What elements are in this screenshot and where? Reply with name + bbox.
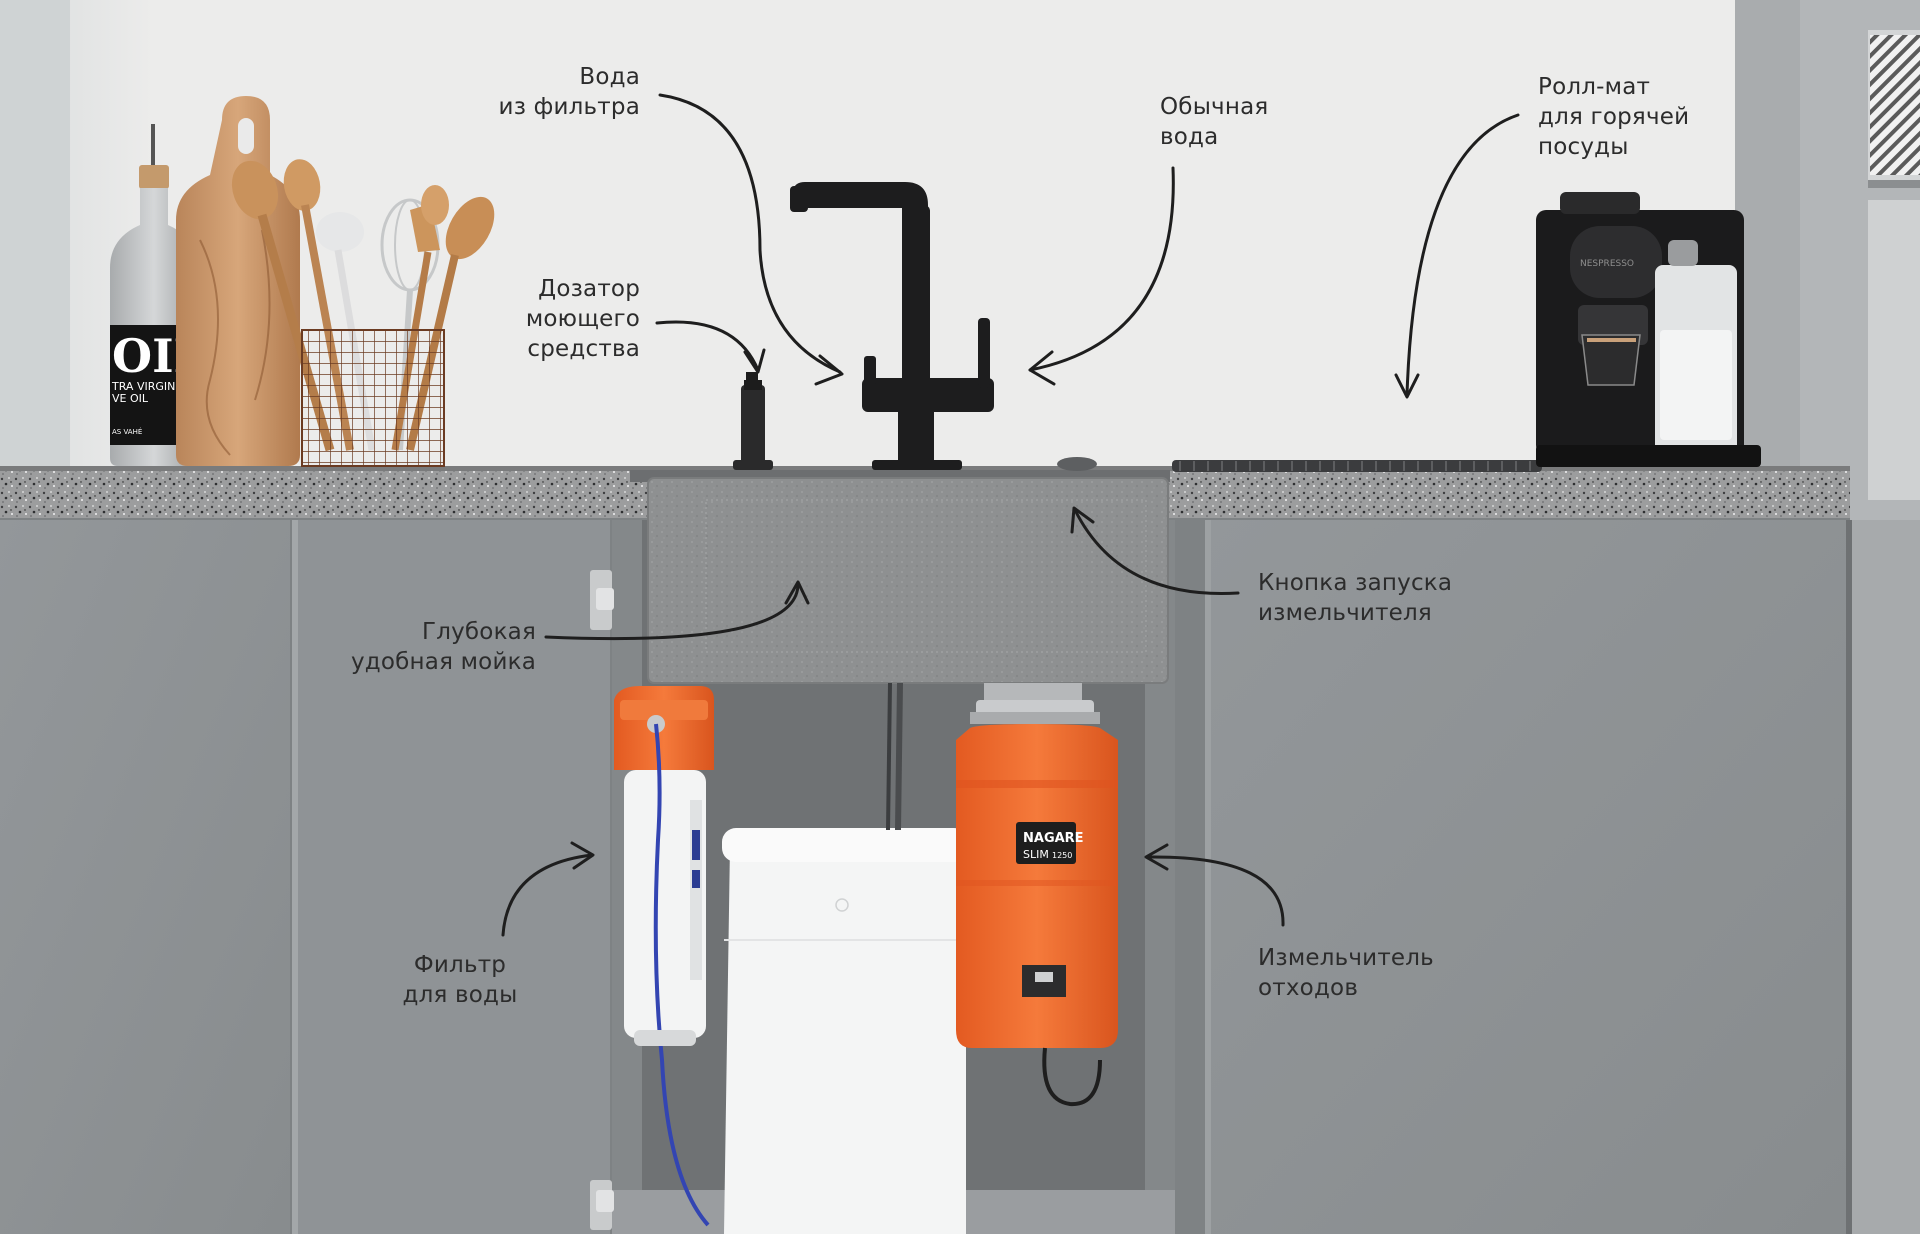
label-roll-mat-line1: Ролл-мат: [1538, 74, 1651, 100]
oil-label-line3: AS VAHÉ: [112, 427, 142, 436]
label-water-filter-line1: Фильтр: [413, 952, 507, 978]
label-detergent-line3: средства: [527, 336, 640, 362]
oil-label-line1: TRA VIRGIN: [111, 380, 175, 393]
disposer-model: 1250: [1052, 851, 1072, 860]
roll-mat: [1172, 460, 1542, 472]
door-hinge-top: [590, 570, 614, 630]
label-waste-disposer-line1: Измельчитель: [1258, 945, 1434, 971]
label-disposer-button-line1: Кнопка запуска: [1258, 570, 1453, 596]
coffee-brand: NESPRESSO: [1580, 259, 1634, 269]
label-water-filter: Фильтр для воды: [380, 950, 540, 1010]
label-roll-mat: Ролл-мат для горячей посуды: [1538, 72, 1728, 162]
trash-bin: [722, 828, 968, 1234]
label-filtered-water-line1: Вода: [579, 64, 640, 90]
deep-sink: [630, 470, 1170, 684]
label-detergent-dispenser: Дозатор моющего средства: [480, 274, 640, 364]
label-filtered-water-line2: из фильтра: [498, 94, 640, 120]
right-tall-cabinet: [1735, 0, 1800, 470]
label-deep-sink-line1: Глубокая: [421, 619, 536, 645]
label-waste-disposer: Измельчитель отходов: [1258, 943, 1458, 1003]
water-filter: [614, 686, 714, 1227]
label-roll-mat-line2: для горячей: [1538, 104, 1690, 130]
disposer-series: SLIM: [1023, 848, 1049, 861]
label-detergent-line1: Дозатор: [538, 276, 640, 302]
right-cabinet-door: [1205, 520, 1850, 1234]
left-wall-pillar: [0, 0, 70, 470]
detergent-dispenser: [733, 372, 773, 470]
label-regular-water-line1: Обычная: [1160, 94, 1269, 120]
label-filtered-water: Вода из фильтра: [470, 62, 640, 122]
label-regular-water: Обычная вода: [1160, 92, 1320, 152]
label-water-filter-line2: для воды: [402, 982, 518, 1008]
label-waste-disposer-line2: отходов: [1258, 975, 1359, 1001]
oil-label-line2: VE OIL: [112, 392, 149, 405]
label-roll-mat-line3: посуды: [1538, 134, 1629, 160]
label-regular-water-line2: вода: [1160, 124, 1219, 150]
label-deep-sink-line2: удобная мойка: [350, 649, 536, 675]
utensil-holder: [301, 329, 445, 467]
disposer-brand: NAGARE: [1023, 831, 1084, 846]
coffee-machine: NESPRESSO: [1536, 192, 1761, 467]
door-hinge-bottom: [590, 1180, 614, 1230]
drain-pipe: [895, 682, 903, 831]
label-disposer-button: Кнопка запуска измельчителя: [1258, 568, 1498, 628]
label-deep-sink: Глубокая удобная мойка: [318, 617, 536, 677]
label-detergent-line2: моющего: [525, 306, 640, 332]
disposer-start-button[interactable]: [1057, 457, 1097, 471]
waste-disposer: NAGARE SLIM 1250: [956, 683, 1118, 1107]
decor-hatch-panel: [1870, 35, 1920, 175]
left-cabinet-door: [0, 520, 290, 1234]
label-disposer-button-line2: измельчителя: [1258, 600, 1432, 626]
